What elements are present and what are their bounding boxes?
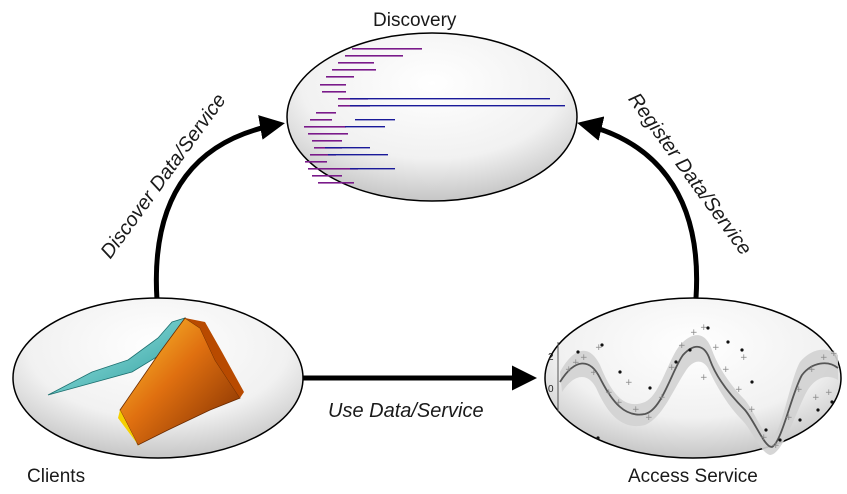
svg-text:+: + (645, 413, 653, 423)
svg-text:+: + (700, 373, 708, 383)
use-edge-label: Use Data/Service (328, 400, 484, 422)
svg-text:+: + (700, 323, 708, 333)
svg-text:+: + (740, 353, 748, 363)
register-arrow (577, 116, 700, 299)
svg-text:+: + (722, 365, 730, 375)
matlab-logo-icon (47, 317, 244, 450)
plot-tick-2: 2 (548, 352, 554, 363)
svg-text:+: + (690, 328, 698, 338)
svg-text:+: + (658, 393, 666, 403)
svg-text:+: + (772, 441, 780, 451)
svg-text:+: + (812, 393, 820, 403)
svg-text:+: + (632, 405, 640, 415)
svg-text:+: + (678, 341, 686, 351)
svg-text:+: + (572, 358, 580, 368)
svg-text:+: + (712, 343, 720, 353)
timeseries-plot-icon: 2 0 +++ +++ +++ +++ +++ +++ +++ +++ +++ … (548, 323, 839, 455)
svg-text:+: + (748, 405, 756, 415)
svg-text:+: + (735, 385, 743, 395)
svg-text:+: + (615, 398, 623, 408)
clients-node (12, 297, 304, 459)
xml-document-icon (304, 48, 565, 184)
clients-label: Clients (27, 466, 86, 487)
svg-text:+: + (595, 343, 603, 353)
svg-text:+: + (625, 378, 633, 388)
discovery-node (286, 32, 578, 202)
svg-text:+: + (808, 365, 816, 375)
svg-text:+: + (785, 413, 793, 423)
svg-text:+: + (565, 365, 573, 375)
svg-text:+: + (605, 388, 613, 398)
svg-text:+: + (820, 353, 828, 363)
svg-text:+: + (795, 385, 803, 395)
svg-text:+: + (668, 363, 676, 373)
svg-text:+: + (590, 368, 598, 378)
access-service-node: 2 0 +++ +++ +++ +++ +++ +++ +++ +++ +++ … (544, 297, 842, 459)
access-service-label: Access Service (628, 466, 758, 487)
plot-tick-0: 0 (548, 384, 554, 395)
svg-text:+: + (825, 388, 833, 398)
discover-arrow (153, 115, 285, 301)
svg-text:+: + (830, 349, 838, 359)
discovery-label: Discovery (373, 10, 457, 31)
svg-text:+: + (580, 353, 588, 363)
svg-text:+: + (760, 433, 768, 443)
